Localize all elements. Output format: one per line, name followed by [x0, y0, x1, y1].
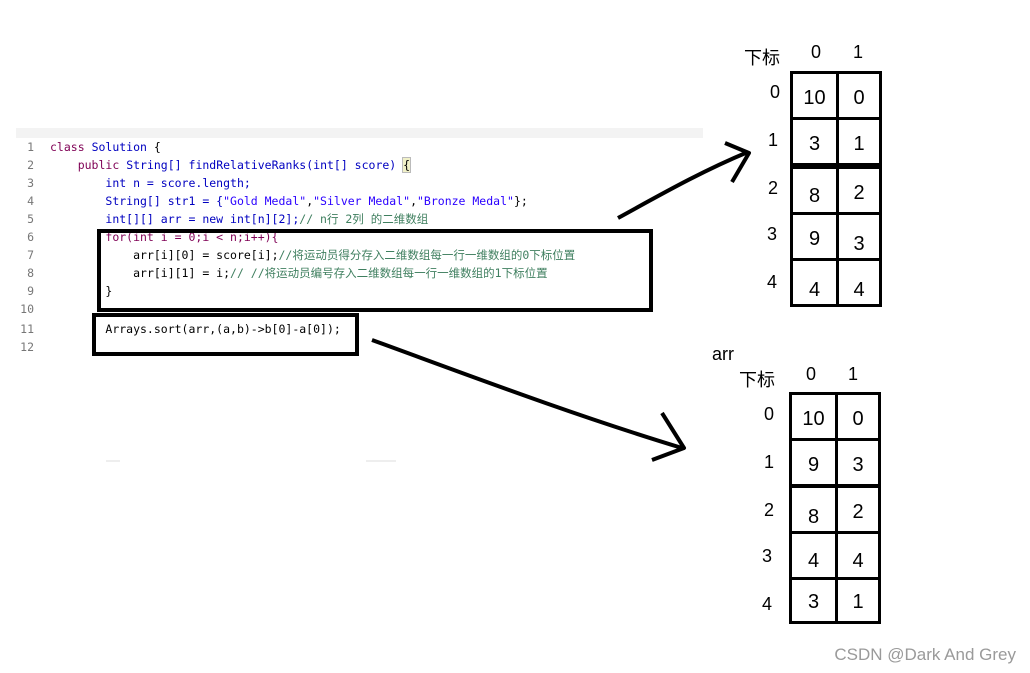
keyword: class	[50, 140, 85, 154]
bottom-row-label-1: 1	[764, 452, 775, 472]
top-row-label-2: 2	[768, 178, 779, 198]
bottom-cell: 3	[835, 438, 881, 487]
keyword: public	[77, 158, 120, 172]
code-editor: 1 class Solution { 2 public String[] find…	[16, 128, 703, 356]
string-literal: "Bronze Medal"	[417, 194, 514, 208]
brace-highlight: {	[402, 157, 412, 173]
line-number: 6	[27, 230, 34, 244]
class-name: Solution	[91, 140, 147, 154]
arrow-to-top-table	[617, 150, 749, 220]
for-loop-highlight-box	[97, 229, 653, 312]
bottom-col-header-0: 0	[806, 364, 817, 384]
top-col-header-0: 0	[811, 42, 822, 62]
code-line-3: 3 int n = score.length;	[16, 174, 251, 192]
string-literal: "Gold Medal"	[223, 194, 307, 208]
top-cell: 10	[790, 71, 839, 120]
top-cell: 2	[836, 166, 882, 215]
line-number: 5	[27, 212, 34, 226]
top-cell: 0	[836, 71, 882, 120]
code-text: Arrays.sort(arr,(a,b)->b[0]-a[0]);	[105, 322, 341, 336]
code-line-12: 12	[16, 338, 50, 356]
top-col-header-1: 1	[853, 42, 864, 62]
bottom-cell: 8	[789, 485, 838, 534]
bottom-col-header-1: 1	[848, 364, 859, 384]
top-row-label-3: 3	[767, 224, 778, 244]
code-line-6: 6 for(int i = 0;i < n;i++){	[16, 228, 278, 246]
code-text: ,	[306, 194, 314, 208]
type-name: String[]	[126, 158, 182, 172]
code-text: arr[i][1] = i;	[133, 266, 231, 280]
faint-line	[106, 460, 120, 462]
line-number: 3	[27, 176, 34, 190]
bottom-row-label-3: 3	[762, 546, 773, 566]
bottom-cell: 3	[789, 577, 838, 624]
top-row-label-4: 4	[767, 272, 778, 292]
code-line-9: 9 }	[16, 282, 112, 300]
bottom-cell: 0	[835, 392, 881, 441]
line-number: 7	[27, 248, 34, 262]
top-table-header-label: 下标	[744, 48, 780, 68]
code-text: int[][] arr = new int[n][2];	[105, 212, 300, 226]
line-number: 12	[20, 340, 34, 354]
bottom-cell: 2	[835, 485, 881, 534]
code-text: arr[i][0] = score[i];	[133, 248, 279, 262]
bottom-table-title: arr	[712, 344, 734, 364]
arrowhead-top	[724, 141, 751, 184]
code-text: String[] str1 = {	[105, 194, 224, 208]
code-line-1: 1 class Solution {	[16, 138, 161, 156]
code-text: };	[513, 194, 528, 208]
bottom-cell: 4	[835, 531, 881, 580]
code-text: ,	[410, 194, 417, 208]
sort-highlight-box	[92, 313, 359, 356]
top-cell: 3	[836, 212, 882, 261]
line-number: 9	[27, 284, 34, 298]
line-number: 2	[27, 158, 34, 172]
arrow-to-bottom-table	[371, 338, 683, 450]
top-cell: 4	[790, 258, 839, 307]
line-number: 4	[27, 194, 34, 208]
bottom-row-label-2: 2	[764, 500, 775, 520]
string-literal: "Silver Medal"	[313, 194, 411, 208]
code-line-8: 8 arr[i][1] = i;// //将运动员编号存入二维数组每一行一维数组…	[16, 264, 548, 282]
top-cell: 4	[836, 258, 882, 307]
bottom-cell: 10	[789, 392, 838, 441]
code-text: {	[146, 140, 161, 154]
line-number: 10	[20, 302, 34, 316]
bottom-row-label-4: 4	[762, 594, 773, 614]
line-number: 8	[27, 266, 34, 280]
code-line-10: 10	[16, 300, 50, 318]
top-cell: 3	[790, 117, 839, 166]
bottom-cell: 4	[789, 531, 838, 580]
line-number: 11	[20, 322, 34, 336]
faint-line	[366, 460, 396, 462]
top-cell: 9	[790, 212, 839, 261]
method-signature: findRelativeRanks(int[] score)	[188, 158, 397, 172]
code-comment: //将运动员得分存入二维数组每一行一维数组的0下标位置	[278, 248, 576, 262]
code-comment: // //将运动员编号存入二维数组每一行一维数组的1下标位置	[230, 266, 548, 280]
bottom-table-header-label: 下标	[739, 370, 775, 390]
code-text: }	[105, 284, 113, 298]
bottom-cell: 1	[835, 577, 881, 624]
top-cell: 1	[836, 117, 882, 166]
code-text: int n = score.length;	[105, 176, 251, 190]
code-line-4: 4 String[] str1 = {"Gold Medal","Silver …	[16, 192, 528, 210]
arrowhead-bottom	[651, 411, 686, 462]
code-text: for(int i = 0;i < n;i++){	[105, 230, 279, 244]
watermark: CSDN @Dark And Grey	[834, 645, 1016, 664]
code-comment: // n行 2列 的二维数组	[299, 212, 429, 226]
code-line-7: 7 arr[i][0] = score[i];//将运动员得分存入二维数组每一行…	[16, 246, 575, 264]
top-row-label-0: 0	[770, 82, 781, 102]
editor-topbar	[16, 128, 703, 138]
bottom-cell: 9	[789, 438, 838, 487]
code-line-5: 5 int[][] arr = new int[n][2];// n行 2列 的…	[16, 210, 428, 228]
code-line-11: 11 Arrays.sort(arr,(a,b)->b[0]-a[0]);	[16, 320, 341, 338]
code-line-2: 2 public String[] findRelativeRanks(int[…	[16, 156, 412, 174]
line-number: 1	[27, 140, 34, 154]
top-cell: 8	[790, 166, 839, 215]
bottom-row-label-0: 0	[764, 404, 775, 424]
top-row-label-1: 1	[768, 130, 779, 150]
